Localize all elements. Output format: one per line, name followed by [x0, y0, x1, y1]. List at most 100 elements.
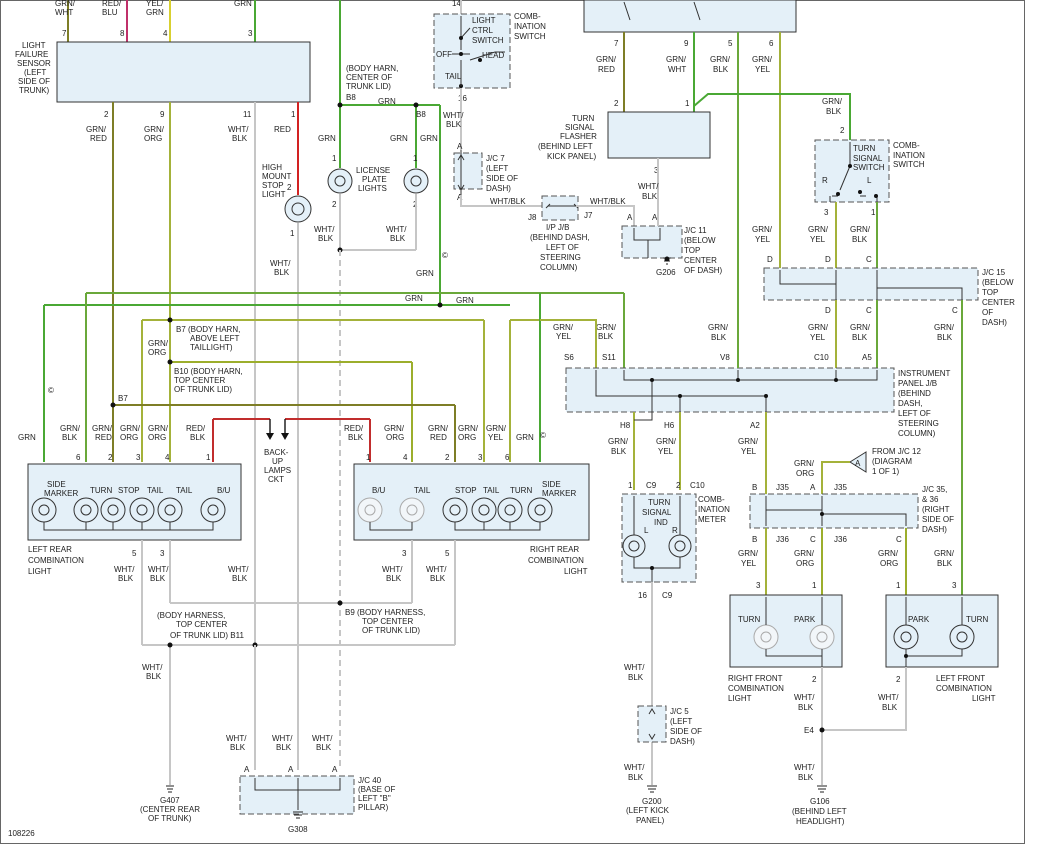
component-label: LIGHTS — [358, 184, 387, 193]
figure-id: 108226 — [8, 829, 35, 838]
pin-number: 2 — [332, 200, 337, 209]
wire-label: WHT/ — [624, 663, 645, 672]
wire-label: GRN/ — [148, 339, 169, 348]
lamp-label: SIDE — [47, 480, 66, 489]
connector-label: C9 — [662, 591, 673, 600]
component-label: CENTER OF — [346, 73, 392, 82]
wire-label: BLK — [611, 447, 627, 456]
switch-label: R — [822, 176, 828, 185]
switch-label: TAIL — [445, 72, 462, 81]
lamp-label: TURN — [966, 615, 988, 624]
wire-label: WHT/ — [443, 111, 464, 120]
wire-label: BLK — [62, 433, 78, 442]
pin-number: 5 — [132, 549, 137, 558]
component-label: (BEHIND — [898, 389, 931, 398]
pin-number: 2 — [287, 183, 292, 192]
wire-label: BLK — [798, 773, 814, 782]
component-label: CENTER — [982, 298, 1015, 307]
component-label: LIGHT — [728, 694, 752, 703]
arrow-down-icon — [266, 433, 274, 440]
component-label: COMBINATION — [28, 556, 84, 565]
turn-signal-flasher — [607, 111, 711, 159]
ground-label: OF TRUNK) — [148, 814, 192, 823]
connector-label: (BODY HARNESS, — [157, 611, 225, 620]
upper-junction-block — [583, 0, 797, 33]
pin-number: 11 — [243, 110, 252, 119]
ground-icon — [817, 785, 827, 793]
pin-label: A — [652, 213, 658, 222]
right-rear-combination-light — [353, 463, 590, 541]
component-label: STOP — [262, 181, 284, 190]
pin-number: 8 — [120, 29, 125, 38]
wire-label: BLK — [826, 107, 842, 116]
connector-label: TOP CENTER — [176, 620, 227, 629]
wire-label: ORG — [796, 559, 814, 568]
wire-label: GRN/ — [794, 549, 815, 558]
light-control-switch — [433, 13, 511, 89]
stop-bulb-icon — [442, 497, 468, 523]
junction-connector-11 — [621, 225, 683, 259]
component-label: LIGHT — [262, 190, 286, 199]
wire-label: BLK — [798, 703, 814, 712]
switch-label: SWITCH — [853, 163, 885, 172]
light-failure-sensor — [56, 41, 311, 103]
ground-icon — [166, 785, 174, 793]
pin-number: 2 — [676, 481, 681, 490]
wire-label: GRN — [390, 134, 408, 143]
component-label: LEFT REAR — [28, 545, 72, 554]
wire-label: GRN/ — [708, 323, 729, 332]
component-label: COMB- — [893, 141, 920, 150]
ground-icon — [293, 811, 303, 819]
component-label: PLATE — [362, 175, 387, 184]
wire-label: GRN — [456, 296, 474, 305]
connector-label: H8 — [620, 421, 631, 430]
lamp-label: TURN — [90, 486, 112, 495]
wire-label: GRN — [516, 433, 534, 442]
pin-label: C — [810, 535, 816, 544]
wire-label: RED — [430, 433, 447, 442]
component-label: (LEFT — [486, 164, 508, 173]
wire-label: GRN — [234, 0, 252, 8]
ground-ref-symbol: © — [540, 431, 546, 440]
instrument-panel-junction-block — [565, 367, 895, 413]
wire-label: GRN/ — [428, 424, 449, 433]
component-label: FAILURE — [15, 50, 48, 59]
wire-label: GRN/ — [608, 437, 629, 446]
component-label: KICK PANEL) — [547, 152, 597, 161]
connector-label: OF TRUNK LID) — [362, 626, 420, 635]
wire-label: GRN/ — [55, 0, 76, 8]
wire-label: BLK — [642, 192, 658, 201]
wire-label: YEL — [755, 65, 771, 74]
ground-label: G407 — [160, 796, 180, 805]
ground-label: (LEFT KICK — [626, 806, 670, 815]
connector-label: OF TRUNK LID) B11 — [170, 631, 244, 640]
wire-label: GRN/ — [850, 323, 871, 332]
pin-number: 16 — [458, 94, 467, 103]
pin-label: A — [457, 142, 463, 151]
pin-label: D — [825, 306, 831, 315]
wire-label: YEL — [488, 433, 504, 442]
switch-label: HEAD — [482, 51, 504, 60]
switch-label: SWITCH — [472, 36, 504, 45]
connector-label: S11 — [602, 353, 616, 362]
component-label: COMB- — [698, 495, 725, 504]
wire-label: GRN/ — [934, 323, 955, 332]
component-label: SIDE OF — [18, 77, 50, 86]
component-label: OF DASH) — [684, 266, 723, 275]
wire-label: RED/ — [186, 424, 206, 433]
wire-label: BLK — [937, 333, 953, 342]
wire-label: WHT/ — [794, 693, 815, 702]
component-label: (BEHIND DASH, — [530, 233, 590, 242]
turn-bulb-icon — [73, 497, 99, 523]
wire-label: GRN — [18, 433, 36, 442]
meter-label: TURN — [648, 498, 670, 507]
pin-number: 3 — [478, 453, 483, 462]
component-label: CENTER — [684, 256, 717, 265]
pin-number: 3 — [654, 166, 659, 175]
connector-label: J35 — [834, 483, 847, 492]
pin-number: 14 — [452, 0, 461, 8]
wire-label: RED/ — [102, 0, 122, 8]
component-label: LEFT OF — [898, 409, 931, 418]
wire-label: GRN/ — [596, 55, 617, 64]
